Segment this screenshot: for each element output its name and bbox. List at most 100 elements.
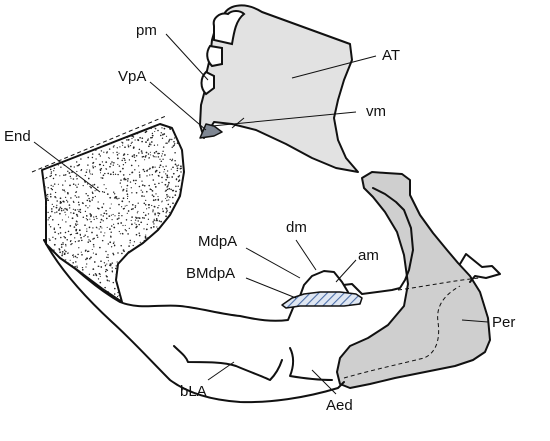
stipple-dot — [137, 133, 139, 135]
stipple-dot — [85, 192, 87, 195]
stipple-dot — [116, 154, 119, 156]
stipple-dot — [171, 138, 173, 141]
stipple-dot — [151, 174, 153, 176]
stipple-dot — [141, 195, 143, 197]
stipple-dot — [144, 204, 147, 206]
stipple-dot — [70, 243, 72, 246]
stipple-dot — [123, 250, 125, 253]
stipple-dot — [81, 266, 84, 269]
stipple-dot — [183, 168, 185, 170]
stipple-dot — [74, 209, 77, 211]
stipple-dot — [160, 134, 162, 137]
stipple-dot — [98, 153, 100, 155]
stipple-dot — [89, 240, 92, 242]
stipple-dot — [109, 196, 112, 199]
stipple-dot — [68, 204, 71, 206]
stipple-dot — [175, 185, 177, 188]
stipple-dot — [71, 217, 74, 220]
stipple-dot — [122, 190, 124, 192]
label-vm: vm — [366, 103, 386, 120]
stipple-dot — [70, 165, 72, 168]
stipple-dot — [150, 189, 153, 191]
stipple-dot — [176, 142, 179, 144]
stipple-dot — [129, 242, 131, 244]
stipple-dot — [74, 223, 77, 225]
stipple-dot — [55, 211, 58, 213]
stipple-dot — [108, 280, 110, 282]
stipple-dot — [75, 184, 77, 186]
stipple-dot — [60, 209, 63, 212]
stipple-dot — [102, 164, 105, 167]
stipple-dot — [152, 221, 154, 223]
stipple-dot — [109, 228, 111, 230]
stipple-dot — [77, 253, 79, 256]
bmdpa-region — [281, 291, 363, 309]
stipple-dot — [98, 265, 100, 267]
stipple-dot — [92, 161, 95, 164]
stipple-dot — [173, 141, 175, 143]
stipple-dot — [125, 230, 127, 232]
stipple-dot — [93, 261, 96, 263]
stipple-dot — [134, 182, 137, 185]
stipple-dot — [93, 237, 95, 240]
stipple-dot — [124, 178, 127, 181]
stipple-dot — [141, 191, 144, 193]
stipple-dot — [146, 208, 148, 210]
stipple-dot — [124, 161, 127, 164]
stipple-dot — [126, 184, 129, 187]
stipple-dot — [151, 194, 154, 196]
stipple-dot — [177, 164, 180, 166]
stipple-dot — [145, 199, 147, 202]
stipple-dot — [106, 263, 108, 265]
stipple-dot — [97, 201, 99, 203]
stipple-dot — [138, 234, 141, 237]
stipple-dot — [76, 256, 78, 259]
stipple-dot — [157, 206, 159, 209]
stipple-dot — [118, 214, 120, 217]
stipple-dot — [168, 181, 170, 184]
stipple-dot — [154, 199, 157, 201]
stipple-dot — [160, 160, 163, 162]
stipple-dot — [80, 236, 82, 239]
stipple-dot — [145, 234, 147, 236]
stipple-dot — [78, 240, 81, 242]
stipple-dot — [62, 184, 64, 186]
stipple-dot — [180, 171, 182, 173]
stipple-dot — [59, 232, 62, 234]
stipple-dot — [101, 206, 104, 209]
stipple-dot — [116, 261, 118, 263]
stipple-dot — [100, 167, 103, 170]
stipple-dot — [118, 294, 120, 296]
stipple-dot — [61, 254, 63, 257]
stipple-dot — [132, 147, 135, 149]
stipple-dot — [171, 189, 174, 192]
stipple-dot — [168, 176, 170, 178]
stipple-dot — [63, 259, 65, 261]
stipple-dot — [138, 223, 140, 226]
stipple-dot — [52, 177, 55, 180]
stipple-dot — [157, 152, 159, 155]
stipple-dot — [166, 196, 168, 198]
stipple-dot — [128, 227, 130, 230]
stipple-dot — [84, 224, 86, 226]
per-region — [336, 171, 491, 389]
per-boundary-dashed — [397, 277, 481, 291]
stipple-dot — [166, 170, 169, 172]
stipple-dot — [92, 252, 94, 254]
stipple-dot — [92, 238, 94, 240]
stipple-dot — [147, 138, 149, 140]
stipple-dot — [128, 245, 130, 247]
stipple-dot — [45, 204, 48, 207]
stipple-dot — [50, 184, 52, 187]
stipple-dot — [105, 217, 108, 220]
stipple-dot — [52, 185, 54, 187]
stipple-dot — [145, 141, 147, 143]
stipple-dot — [154, 183, 156, 185]
stipple-dot — [92, 227, 94, 229]
stipple-dot — [76, 161, 78, 163]
stipple-dot — [163, 133, 166, 135]
stipple-dot — [98, 163, 101, 166]
stipple-dot — [113, 295, 115, 297]
stipple-dot — [59, 175, 61, 177]
stipple-dot — [122, 154, 125, 156]
